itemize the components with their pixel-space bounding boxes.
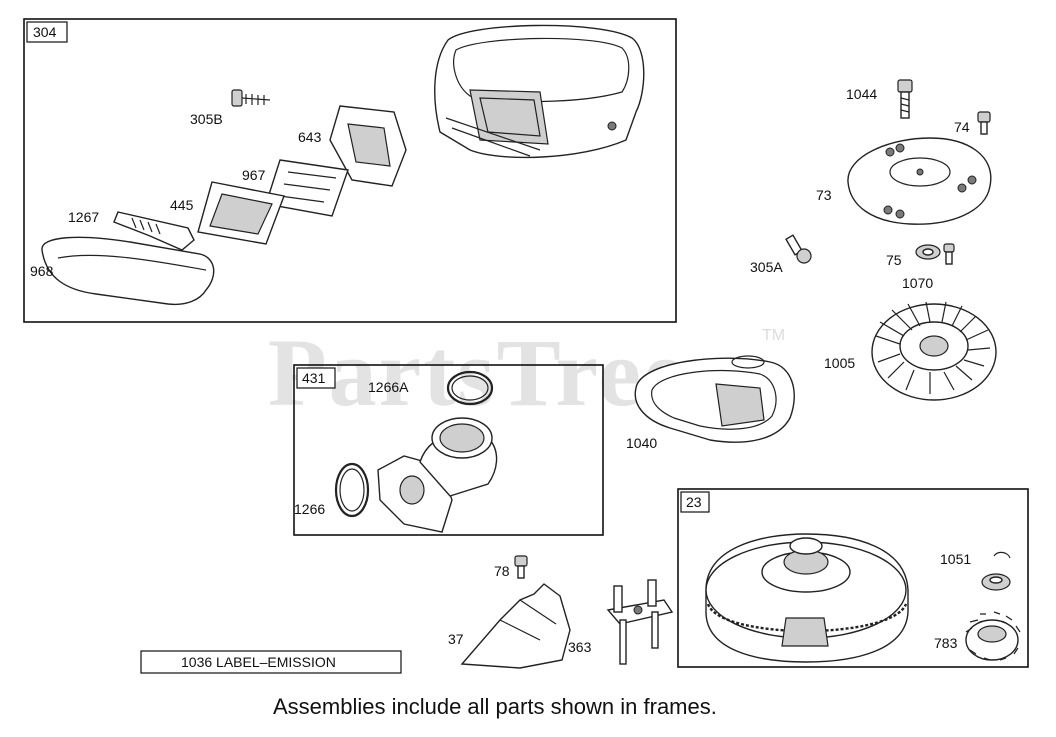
decal-967[interactable]: [265, 159, 349, 217]
diagram-caption: Assemblies include all parts shown in fr…: [273, 694, 717, 719]
label-1070: 1070: [902, 275, 933, 291]
label-78: 78: [494, 563, 510, 579]
label-1051: 1051: [940, 551, 971, 567]
plate-445[interactable]: [197, 181, 285, 245]
fan-1005[interactable]: [871, 301, 997, 401]
frame-304: [23, 18, 677, 323]
blower-housing[interactable]: [434, 24, 645, 159]
label-1266A: 1266A: [368, 379, 409, 395]
o-ring-1266[interactable]: [334, 462, 370, 518]
shield-37[interactable]: [460, 583, 571, 669]
frame-23-tag: 23: [686, 494, 702, 510]
bracket-643[interactable]: [329, 105, 407, 187]
label-75: 75: [886, 252, 902, 268]
label-1040: 1040: [626, 435, 657, 451]
cover-968[interactable]: [41, 236, 215, 306]
label-73: 73: [816, 187, 832, 203]
frame-431-tag-box: [296, 367, 336, 389]
frame-23: [677, 488, 1029, 668]
label-1005: 1005: [824, 355, 855, 371]
label-1266: 1266: [294, 501, 325, 517]
watermark-trademark: TM: [762, 327, 785, 344]
frame-431: [293, 364, 604, 536]
frame-23-tag-box: [680, 491, 710, 513]
screw-305A[interactable]: [785, 234, 812, 264]
baffle-1040[interactable]: [634, 355, 795, 443]
label-1044: 1044: [846, 86, 877, 102]
screen-73[interactable]: [847, 137, 992, 225]
washer-75[interactable]: [915, 244, 941, 260]
gear-783[interactable]: [965, 611, 1021, 661]
emission-label-text: 1036 LABEL–EMISSION: [181, 654, 336, 670]
label-968: 968: [30, 263, 54, 279]
frame-304-tag-box: [26, 21, 68, 43]
label-643: 643: [298, 129, 322, 145]
label-445: 445: [170, 197, 194, 213]
label-74: 74: [954, 119, 970, 135]
label-37: 37: [448, 631, 464, 647]
screw-74[interactable]: [977, 111, 991, 135]
frame-304-tag: 304: [33, 24, 57, 40]
o-ring-1266A[interactable]: [446, 370, 494, 406]
screw-78[interactable]: [514, 555, 528, 579]
clip-1267[interactable]: [113, 211, 195, 251]
bracket-363[interactable]: [606, 579, 674, 665]
intake-elbow[interactable]: [377, 417, 498, 533]
label-305B: 305B: [190, 111, 223, 127]
screw-305B[interactable]: [231, 89, 271, 107]
label-305A: 305A: [750, 259, 783, 275]
emission-label-box: [140, 650, 402, 674]
label-783: 783: [934, 635, 958, 651]
label-967: 967: [242, 167, 266, 183]
bolt-1044[interactable]: [897, 79, 913, 119]
flywheel[interactable]: [705, 533, 909, 663]
washer-1051[interactable]: [981, 551, 1011, 591]
label-1267: 1267: [68, 209, 99, 225]
label-363: 363: [568, 639, 592, 655]
screw-1070[interactable]: [943, 243, 955, 265]
frame-431-tag: 431: [302, 370, 326, 386]
